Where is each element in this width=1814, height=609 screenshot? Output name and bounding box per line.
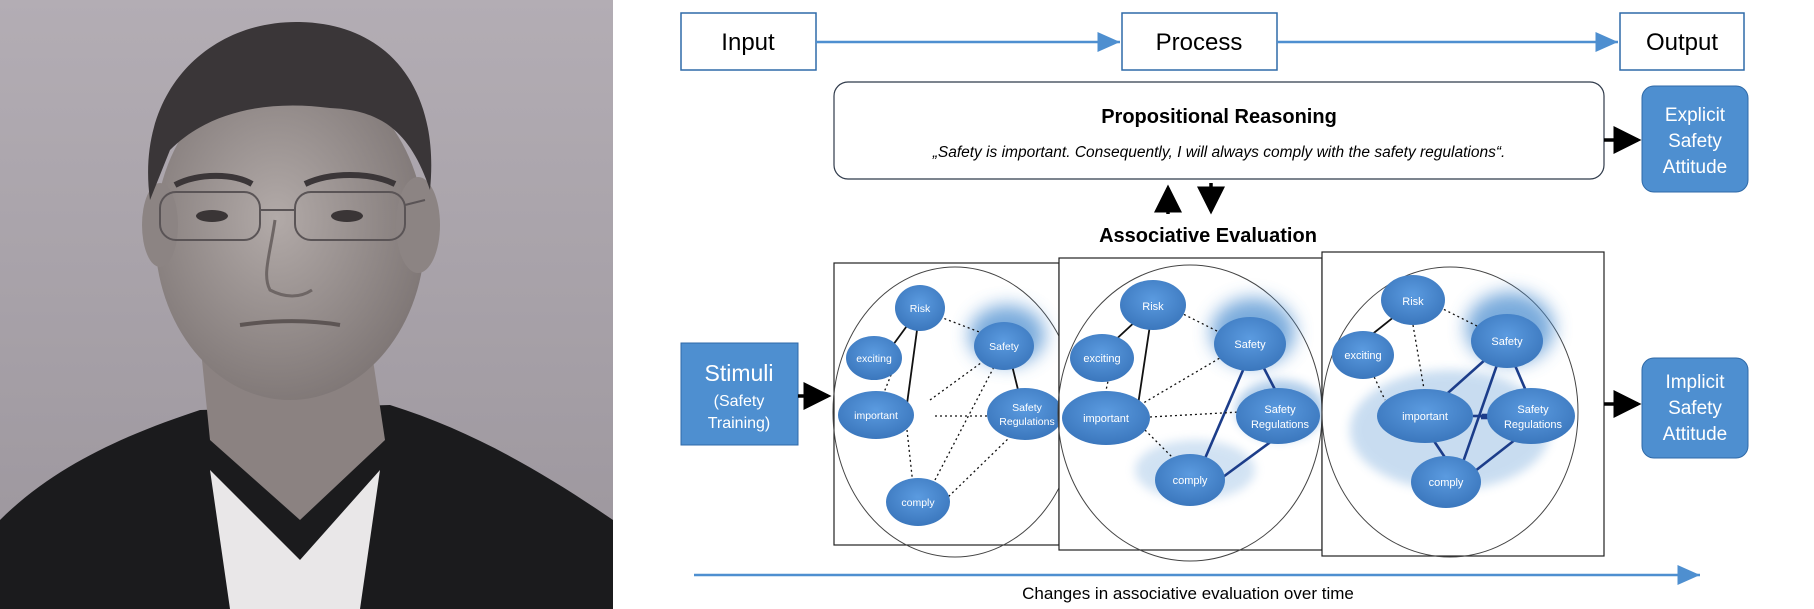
node-important-2 xyxy=(1062,391,1150,445)
node-regulations-3 xyxy=(1487,388,1575,444)
stimuli-box: Stimuli (Safety Training) xyxy=(680,342,799,446)
implicit-line-1: Implicit xyxy=(1665,372,1725,393)
node-regulations-2-label-2: Regulations xyxy=(1251,419,1310,431)
node-risk xyxy=(895,285,945,331)
node-risk-2-label: Risk xyxy=(1142,301,1164,313)
node-important-3-label: important xyxy=(1402,411,1448,423)
node-risk-3 xyxy=(1381,275,1445,325)
network-panel-1: Risk exciting Safety important Safety Re… xyxy=(832,262,1078,558)
node-regulations-3-label-2: Regulations xyxy=(1504,419,1563,431)
implicit-attitude-box: Implicit Safety Attitude xyxy=(1641,357,1749,459)
explicit-line-3: Attitude xyxy=(1663,157,1727,178)
network-panel-2: Risk exciting Safety important Safety Re… xyxy=(1057,257,1324,562)
input-box: Input xyxy=(680,12,817,71)
explicit-attitude-box: Explicit Safety Attitude xyxy=(1641,85,1749,193)
node-comply-2-label: comply xyxy=(1173,475,1208,487)
node-regulations-3-label-1: Safety xyxy=(1517,404,1549,416)
propositional-quote: „Safety is important. Consequently, I wi… xyxy=(932,144,1506,161)
node-safety-label: Safety xyxy=(989,341,1020,353)
explicit-line-2: Safety xyxy=(1668,131,1722,152)
node-safety-2 xyxy=(1214,317,1286,371)
output-label: Output xyxy=(1646,29,1718,56)
stimuli-sub-2: Training) xyxy=(708,415,771,432)
network-panel-3: Risk exciting Safety important Safety Re… xyxy=(1321,251,1605,558)
implicit-line-2: Safety xyxy=(1668,398,1722,419)
node-regulations xyxy=(987,388,1063,440)
node-exciting-3-label: exciting xyxy=(1344,350,1381,362)
node-important xyxy=(838,391,914,439)
node-risk-label: Risk xyxy=(910,303,931,315)
stimuli-sub-1: (Safety xyxy=(714,393,765,410)
node-comply xyxy=(886,478,950,526)
node-comply-3-label: comply xyxy=(1429,477,1464,489)
portrait-photo xyxy=(0,0,613,609)
node-important-label: important xyxy=(854,410,898,422)
node-risk-2 xyxy=(1120,280,1186,330)
node-exciting-3 xyxy=(1332,331,1394,379)
node-exciting xyxy=(846,336,902,380)
output-box: Output xyxy=(1619,12,1745,71)
node-safety-2-label: Safety xyxy=(1234,339,1266,351)
process-box: Process xyxy=(1121,12,1278,71)
implicit-line-3: Attitude xyxy=(1663,424,1727,445)
input-label: Input xyxy=(721,29,775,56)
stimuli-title: Stimuli xyxy=(704,360,773,386)
node-important-2-label: important xyxy=(1083,413,1129,425)
node-exciting-2-label: exciting xyxy=(1083,353,1120,365)
node-safety-3-label: Safety xyxy=(1491,336,1523,348)
process-label: Process xyxy=(1156,29,1243,56)
propositional-reasoning-box: Propositional Reasoning „Safety is impor… xyxy=(833,81,1605,180)
node-regulations-label-1: Safety xyxy=(1012,402,1043,414)
propositional-title: Propositional Reasoning xyxy=(1101,106,1337,128)
node-comply-2 xyxy=(1155,454,1225,506)
node-safety xyxy=(974,322,1034,370)
node-regulations-2 xyxy=(1236,388,1320,444)
node-exciting-label: exciting xyxy=(856,353,892,365)
node-comply-3 xyxy=(1411,456,1481,508)
node-regulations-label-2: Regulations xyxy=(999,416,1054,428)
associative-evaluation-title: Associative Evaluation xyxy=(1099,225,1317,247)
timeline-label: Changes in associative evaluation over t… xyxy=(1022,584,1354,603)
node-safety-3 xyxy=(1471,314,1543,368)
explicit-line-1: Explicit xyxy=(1665,105,1726,126)
node-exciting-2 xyxy=(1070,334,1134,382)
node-comply-label: comply xyxy=(901,497,935,509)
node-important-3 xyxy=(1377,389,1473,443)
node-regulations-2-label-1: Safety xyxy=(1264,404,1296,416)
node-risk-3-label: Risk xyxy=(1402,296,1424,308)
